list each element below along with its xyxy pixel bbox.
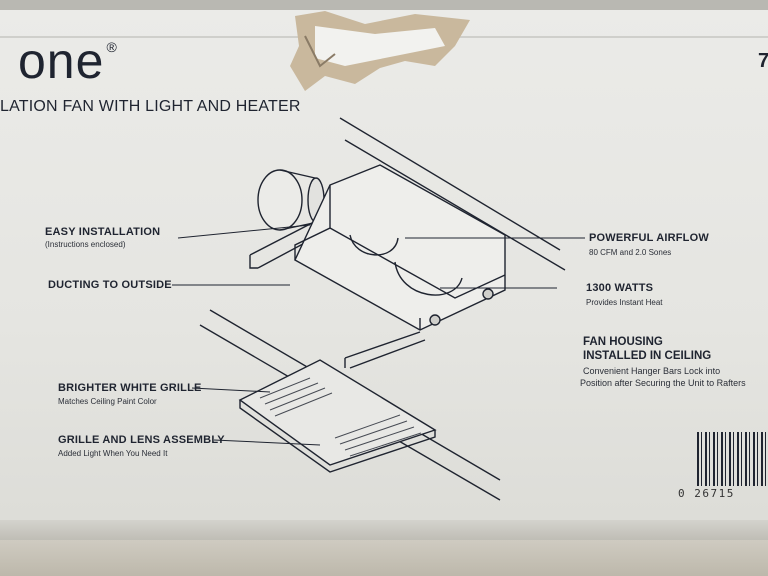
watts-title: 1300 WATTS [586, 282, 654, 294]
box-bottom-edge [0, 520, 768, 542]
fan-housing-sub-2: Position after Securing the Unit to Raft… [580, 378, 746, 388]
floor-surface [0, 540, 768, 576]
brighter-grille-sub: Matches Ceiling Paint Color [58, 397, 157, 406]
corner-number: 7 [758, 50, 768, 72]
airflow-title: POWERFUL AIRFLOW [589, 232, 709, 244]
barcode [697, 432, 768, 486]
brand-logo: one® [18, 33, 118, 89]
easy-installation-sub: (Instructions enclosed) [45, 240, 126, 249]
watts-sub: Provides Instant Heat [586, 298, 663, 307]
product-subtitle: LATION FAN WITH LIGHT AND HEATER [0, 98, 301, 115]
box-top-edge [0, 0, 768, 10]
airflow-sub: 80 CFM and 2.0 Sones [589, 248, 672, 257]
grille-lens-sub: Added Light When You Need It [58, 449, 168, 458]
brighter-grille-title: BRIGHTER WHITE GRILLE [58, 382, 202, 394]
easy-installation-title: EASY INSTALLATION [45, 226, 161, 238]
fan-housing-sub-1: Convenient Hanger Bars Lock into [583, 366, 721, 376]
fan-housing-title-2: INSTALLED IN CEILING [583, 350, 712, 362]
fan-housing-title-1: FAN HOUSING [583, 336, 663, 348]
torn-cardboard [290, 11, 470, 91]
barcode-digits: 0 26715 [678, 487, 735, 500]
grille-lens-title: GRILLE AND LENS ASSEMBLY [58, 434, 225, 446]
ducting-title: DUCTING TO OUTSIDE [48, 279, 172, 291]
